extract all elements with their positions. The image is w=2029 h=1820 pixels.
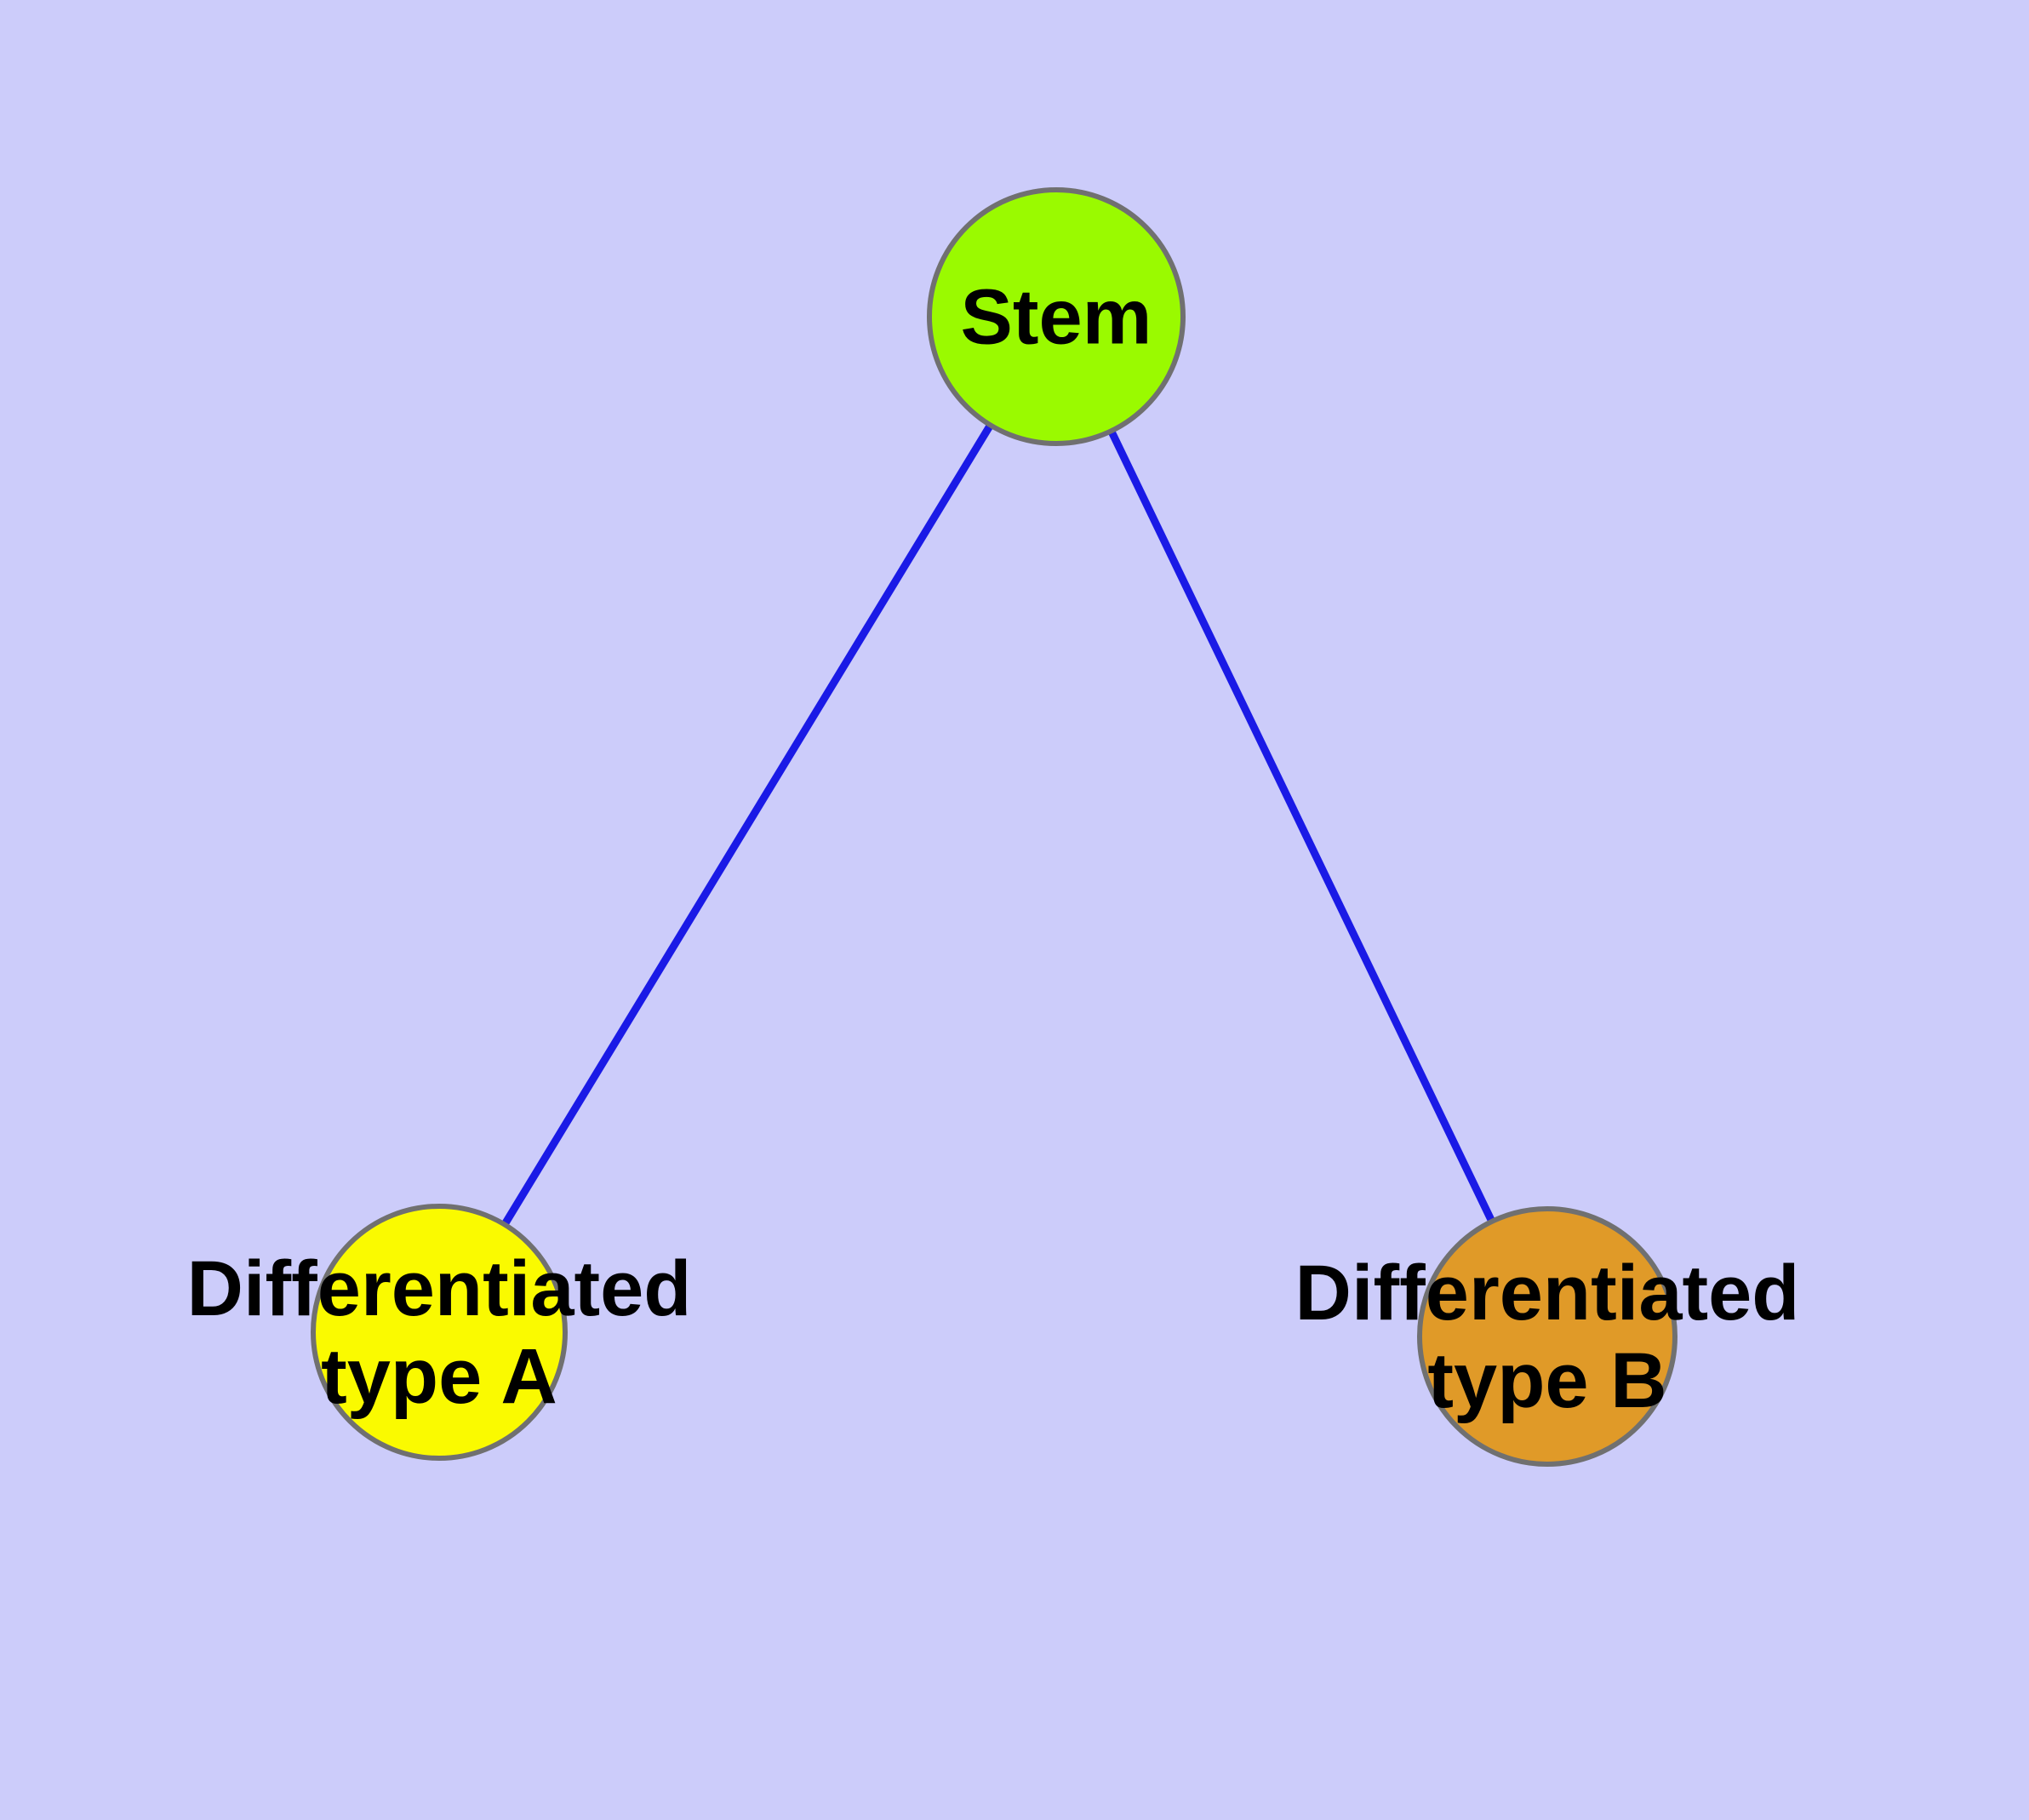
node-layer xyxy=(311,187,1677,1467)
edge-stem-to-a[interactable] xyxy=(500,421,995,1228)
edge-layer xyxy=(500,421,1496,1228)
node-label-line: Differentiated xyxy=(187,1245,692,1332)
edge-stem-to-b[interactable] xyxy=(1106,427,1496,1225)
node-label-stem: Stem xyxy=(961,273,1152,360)
node-label-line: Differentiated xyxy=(1295,1250,1800,1336)
node-circle-diff_a[interactable] xyxy=(311,1204,568,1461)
node-label-line: type B xyxy=(1427,1337,1666,1424)
node-label-line: type A xyxy=(321,1333,557,1420)
node-circle-stem[interactable] xyxy=(927,187,1186,446)
node-circle-diff_b[interactable] xyxy=(1417,1206,1677,1467)
node-label-line: Stem xyxy=(961,273,1152,360)
